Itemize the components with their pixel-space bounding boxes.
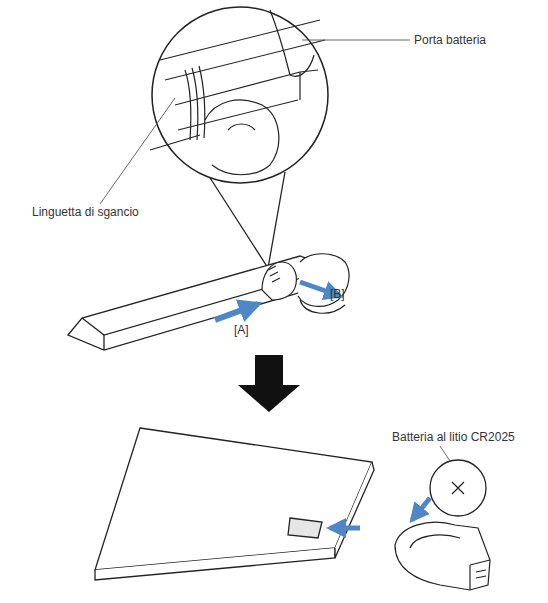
insert-arrow bbox=[412, 498, 430, 520]
hand bbox=[262, 254, 349, 313]
step-label: [A] bbox=[234, 323, 249, 337]
magnifier-tail bbox=[205, 170, 285, 268]
part-label: Linguetta di sgancio bbox=[32, 205, 139, 219]
leader-line bbox=[302, 40, 410, 41]
battery-holder bbox=[395, 522, 490, 590]
leader-line bbox=[440, 446, 450, 461]
battery bbox=[430, 460, 486, 516]
step-label: [B] bbox=[330, 287, 345, 301]
push-arrow bbox=[215, 304, 258, 320]
part-label: Porta batteria bbox=[414, 33, 486, 47]
insert-arrow bbox=[330, 526, 360, 531]
remote-body bbox=[68, 256, 332, 350]
step-arrow bbox=[238, 355, 300, 412]
battery-polarity-mark bbox=[452, 482, 464, 494]
part-label: Batteria al litio CR2025 bbox=[392, 430, 515, 444]
leader-line bbox=[100, 98, 175, 204]
magnifier-circle bbox=[152, 7, 328, 183]
magnified-detail bbox=[150, 10, 325, 175]
remote-body bbox=[95, 428, 374, 580]
